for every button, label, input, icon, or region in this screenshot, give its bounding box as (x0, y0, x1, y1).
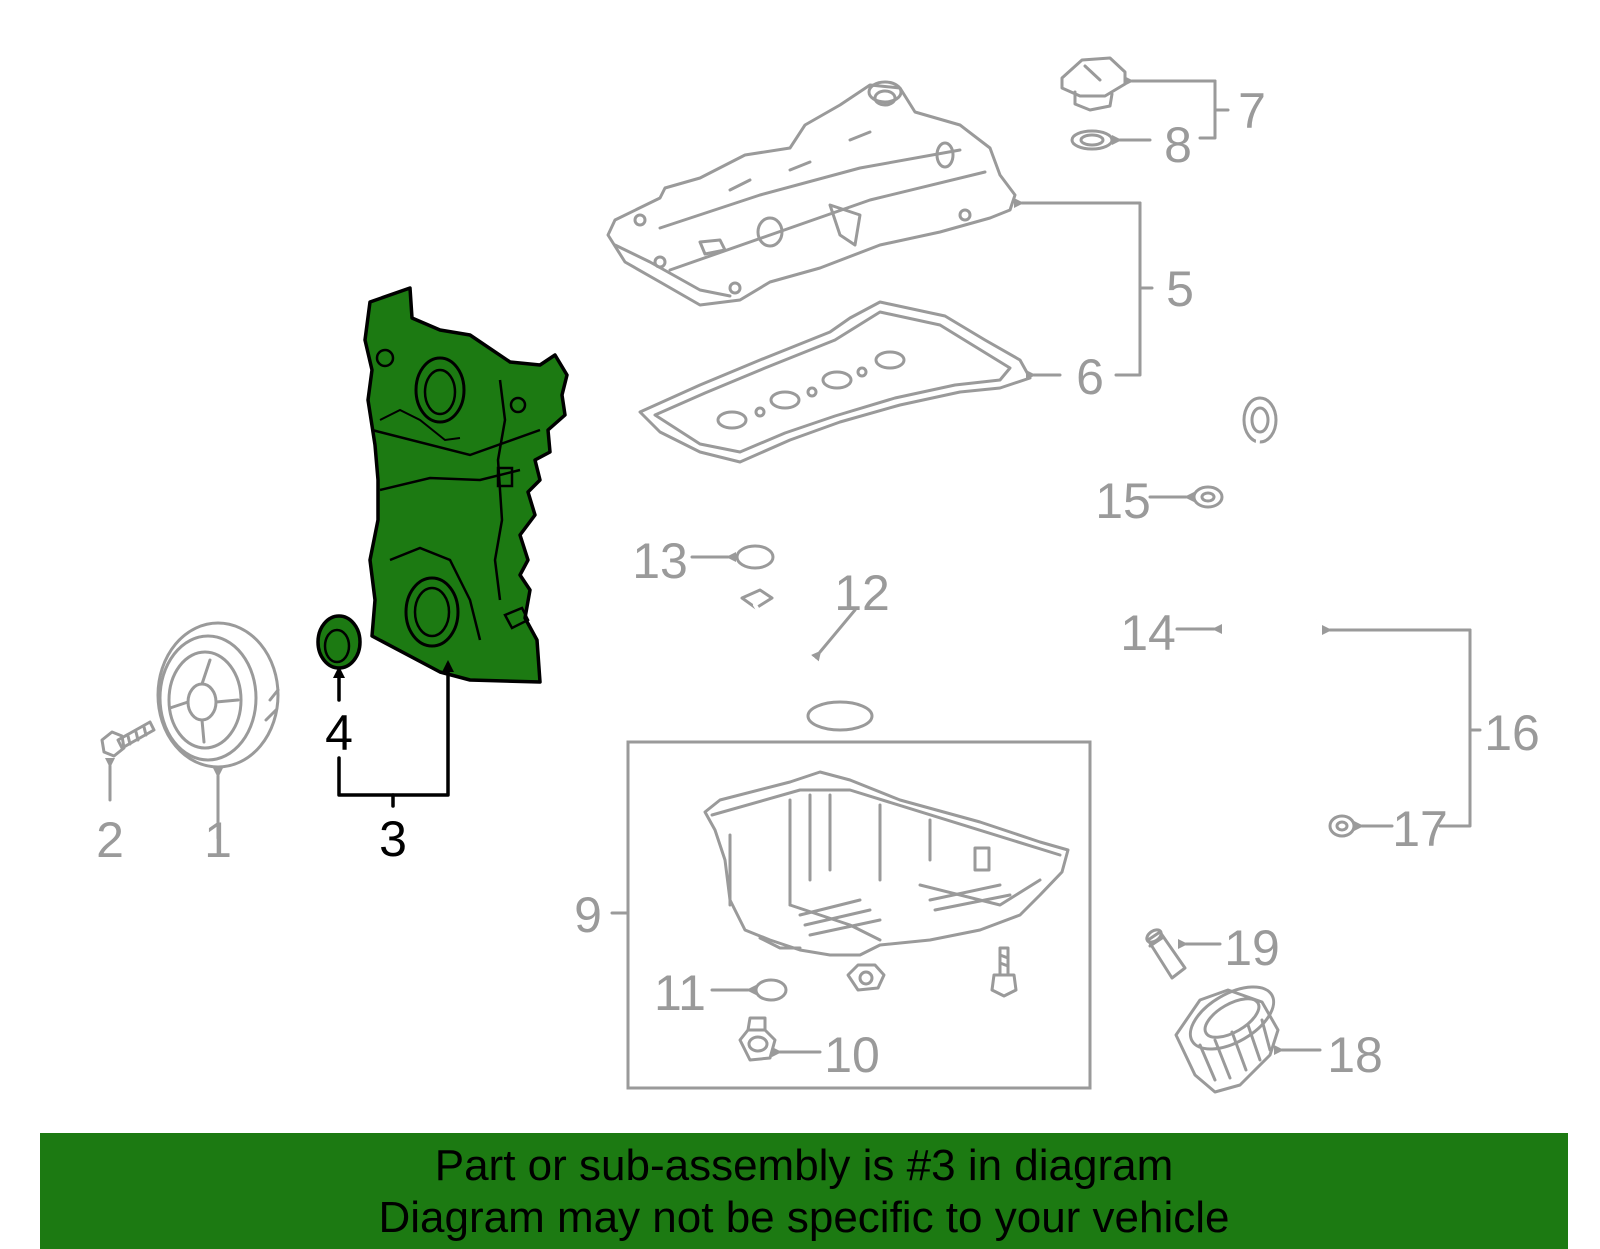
callout-13: 13 (632, 533, 688, 589)
dipstick-tube (1295, 456, 1340, 802)
callout-4: 4 (325, 705, 353, 761)
callout-7: 7 (1238, 83, 1266, 139)
callout-19: 19 (1224, 920, 1280, 976)
callout-9: 9 (574, 887, 602, 943)
pan-bolt (990, 946, 1018, 998)
callout-2: 2 (96, 812, 124, 868)
callout-14: 14 (1120, 605, 1176, 661)
bracket-16 (1438, 628, 1472, 828)
oil-dipstick (1209, 396, 1287, 884)
bracket-3 (337, 662, 450, 797)
oil-pan (703, 770, 1070, 957)
bracket-7 (1198, 79, 1217, 140)
drain-plug-gasket (754, 978, 788, 1002)
callout-11: 11 (654, 965, 706, 1021)
bracket-5 (1114, 201, 1142, 377)
timing-cover-highlighted (363, 286, 569, 684)
arrowhead-3 (442, 660, 454, 672)
leader-12 (811, 608, 857, 662)
front-seal (316, 614, 362, 670)
drain-plug (738, 1016, 777, 1062)
arrowhead-4 (333, 666, 345, 678)
oil-pickup-tube (740, 588, 874, 732)
pickup-o-ring (735, 544, 775, 570)
info-banner: Part or sub-assembly is #3 in diagram Di… (40, 1133, 1568, 1249)
callout-10: 10 (824, 1027, 880, 1083)
valve-cover (606, 80, 1017, 307)
oil-filter (1174, 985, 1280, 1094)
crankshaft-pulley (156, 621, 280, 769)
oil-pressure-sensor (1145, 928, 1187, 980)
oil-pan-group-box (626, 740, 1092, 1090)
callout-8: 8 (1164, 117, 1192, 173)
filler-cap-seal (1070, 129, 1114, 151)
pulley-bolt (100, 720, 156, 758)
valve-cover-gasket (638, 300, 1032, 464)
banner-line-1: Part or sub-assembly is #3 in diagram (434, 1141, 1174, 1190)
callout-3: 3 (379, 811, 407, 867)
banner-line-2: Diagram may not be specific to your vehi… (378, 1193, 1230, 1242)
callout-1: 1 (204, 812, 232, 868)
callout-18: 18 (1327, 1027, 1383, 1083)
tube-o-ring (1328, 814, 1356, 838)
callout-17: 17 (1392, 801, 1448, 857)
oil-filler-cap (1060, 56, 1127, 112)
callout-6: 6 (1076, 349, 1104, 405)
callout-16: 16 (1484, 705, 1540, 761)
callout-5: 5 (1166, 261, 1194, 317)
pan-nut (846, 963, 886, 992)
callout-12: 12 (834, 565, 890, 621)
callout-15: 15 (1095, 473, 1151, 529)
dipstick-seal (1192, 485, 1224, 509)
